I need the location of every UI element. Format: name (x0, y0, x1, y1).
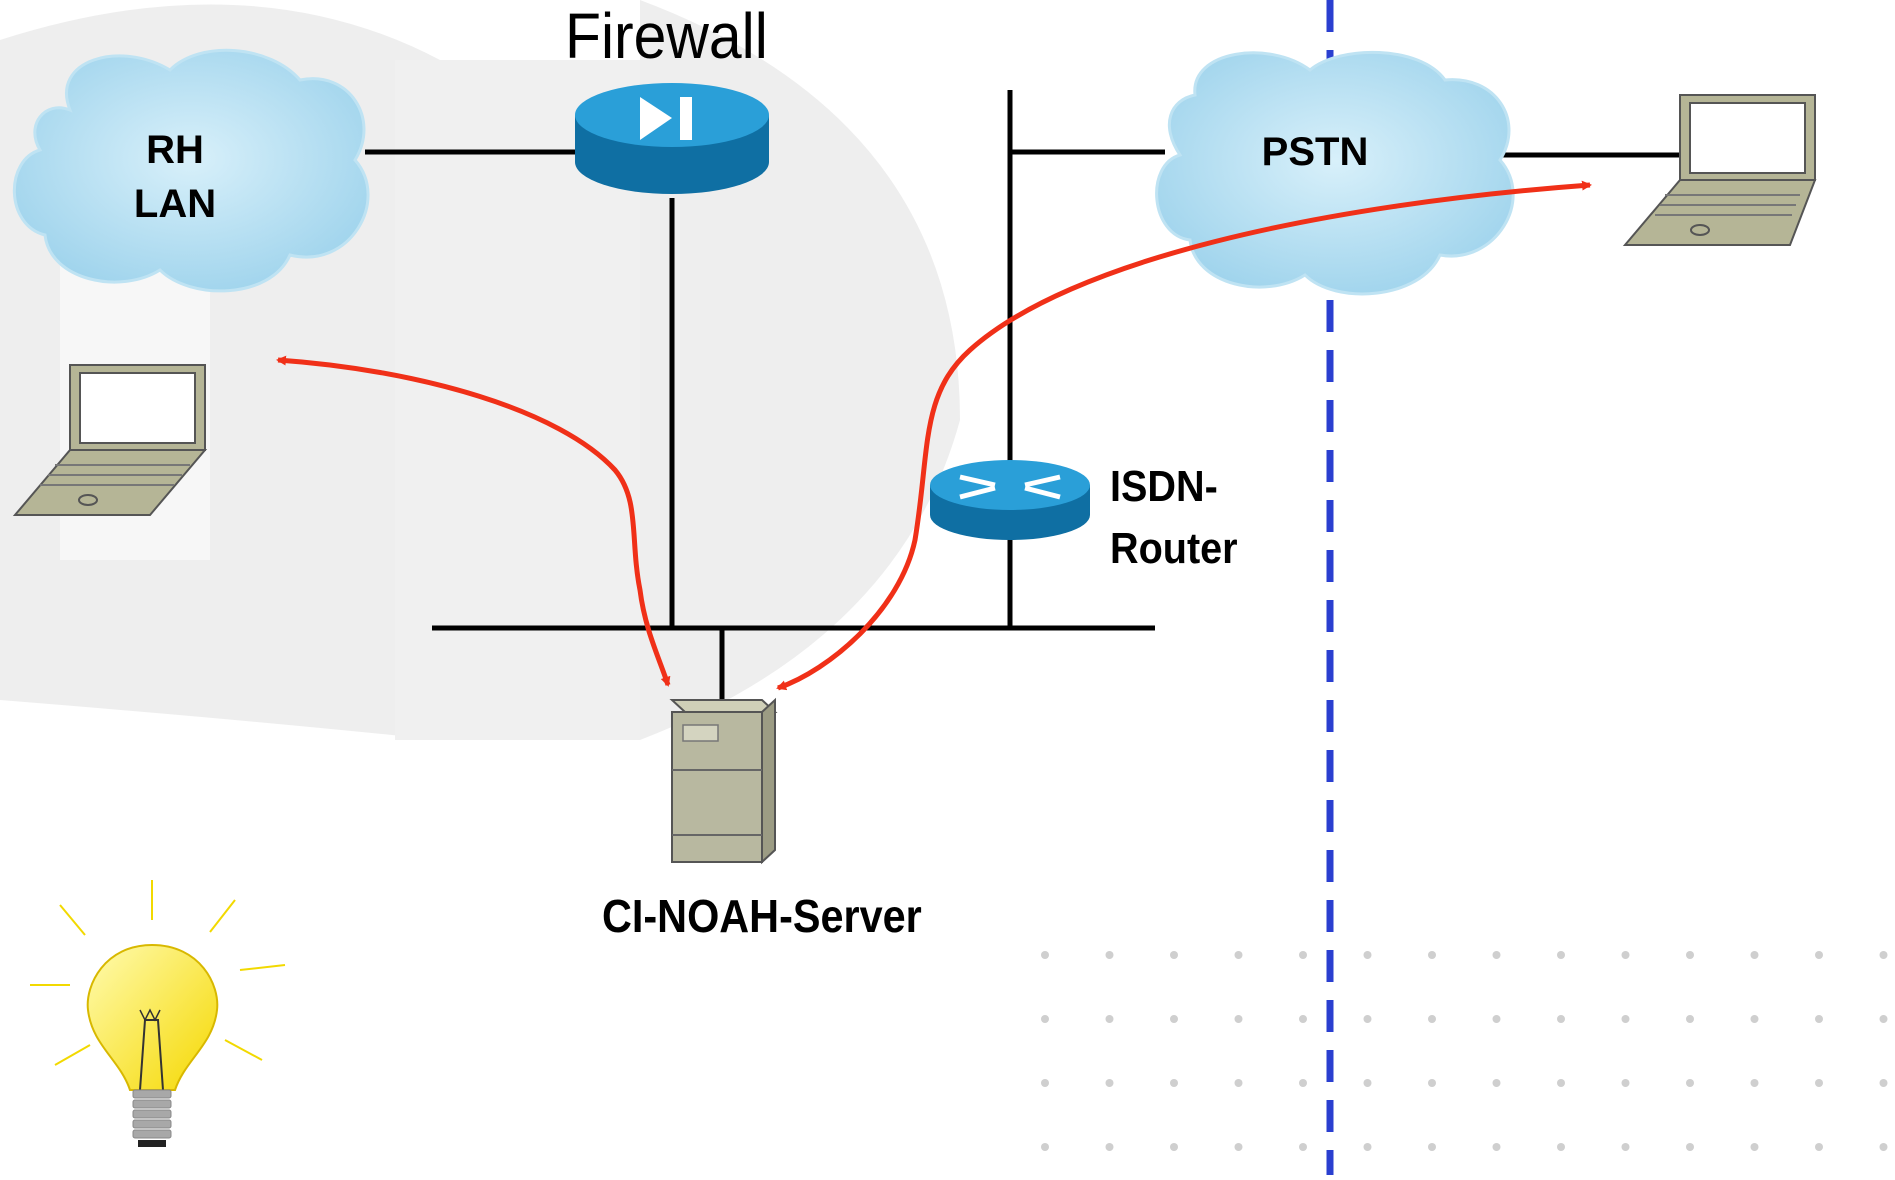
grid-dot (1557, 1015, 1565, 1023)
grid-dot (1686, 1079, 1694, 1087)
grid-dot (1557, 1079, 1565, 1087)
grid-dot (1363, 1143, 1372, 1151)
grid-dot (1170, 1015, 1178, 1023)
grid-dot (1621, 1015, 1630, 1023)
grid-dot (1170, 1143, 1178, 1151)
grid-dot (1879, 1015, 1888, 1023)
grid-dot (1041, 1015, 1049, 1023)
grid-dot (1750, 1015, 1759, 1023)
grid-dot (1492, 1015, 1501, 1023)
grid-dot (1234, 1015, 1243, 1023)
grid-dot (1428, 951, 1436, 959)
isdn-router-label: ISDN- Router (1110, 465, 1238, 571)
grid-dot (1492, 1143, 1501, 1151)
grid-dot (1041, 1079, 1049, 1087)
grid-dot (1041, 1143, 1049, 1151)
isdn-router-label-line2: Router (1110, 524, 1238, 573)
server-icon (669, 697, 778, 865)
grid-dot (1234, 1143, 1243, 1151)
grid-dot (1234, 1079, 1243, 1087)
grid-dot (1105, 951, 1114, 959)
grid-dot (1299, 1015, 1307, 1023)
rh-lan-label-line1: RH (146, 128, 204, 172)
grid-dot (1815, 951, 1823, 959)
grid-dot (1363, 951, 1372, 959)
pstn-label: PSTN (1261, 130, 1369, 174)
grid-dot (1557, 1143, 1565, 1151)
rh-lan-cloud-icon (12, 48, 370, 293)
grid-dot (1879, 1143, 1888, 1151)
grid-dot (1686, 1015, 1694, 1023)
firewall-label: Firewall (565, 0, 768, 72)
dot-grid (1041, 951, 1888, 1151)
grid-dot (1815, 1143, 1823, 1151)
laptop-local-icon (12, 364, 208, 516)
router-icon (930, 460, 1090, 540)
connection-arrows (276, 180, 1592, 691)
grid-dot (1234, 951, 1243, 959)
grid-dot (1686, 951, 1694, 959)
laptop-remote-icon (1622, 94, 1817, 246)
grid-dot (1492, 1079, 1501, 1087)
grid-dot (1299, 1079, 1307, 1087)
firewall-icon (575, 83, 769, 194)
grid-dot (1621, 951, 1630, 959)
grid-dot (1105, 1079, 1114, 1087)
rh-lan-label-line2: LAN (133, 182, 217, 226)
grid-dot (1879, 951, 1888, 959)
grid-dot (1750, 1143, 1759, 1151)
grid-dot (1299, 951, 1307, 959)
grid-dot (1299, 1143, 1307, 1151)
grid-dot (1363, 1015, 1372, 1023)
isdn-router-label-line1: ISDN- (1110, 462, 1218, 511)
grid-dot (1170, 1079, 1178, 1087)
lightbulb-icon (30, 880, 286, 1147)
grid-dot (1170, 951, 1178, 959)
grid-dot (1428, 1015, 1436, 1023)
grid-dot (1105, 1015, 1114, 1023)
grid-dot (1879, 1079, 1888, 1087)
grid-dot (1750, 951, 1759, 959)
grid-dot (1815, 1079, 1823, 1087)
grid-dot (1105, 1143, 1114, 1151)
grid-dot (1750, 1079, 1759, 1087)
rh-lan-label: RH LAN (125, 130, 225, 224)
grid-dot (1686, 1143, 1694, 1151)
grid-dot (1557, 951, 1565, 959)
grid-dot (1041, 951, 1049, 959)
grid-dot (1428, 1079, 1436, 1087)
grid-dot (1428, 1143, 1436, 1151)
server-label: CI-NOAH-Server (602, 890, 922, 942)
grid-dot (1621, 1143, 1630, 1151)
grid-dot (1363, 1079, 1372, 1087)
grid-dot (1621, 1079, 1630, 1087)
grid-dot (1492, 951, 1501, 959)
grid-dot (1815, 1015, 1823, 1023)
